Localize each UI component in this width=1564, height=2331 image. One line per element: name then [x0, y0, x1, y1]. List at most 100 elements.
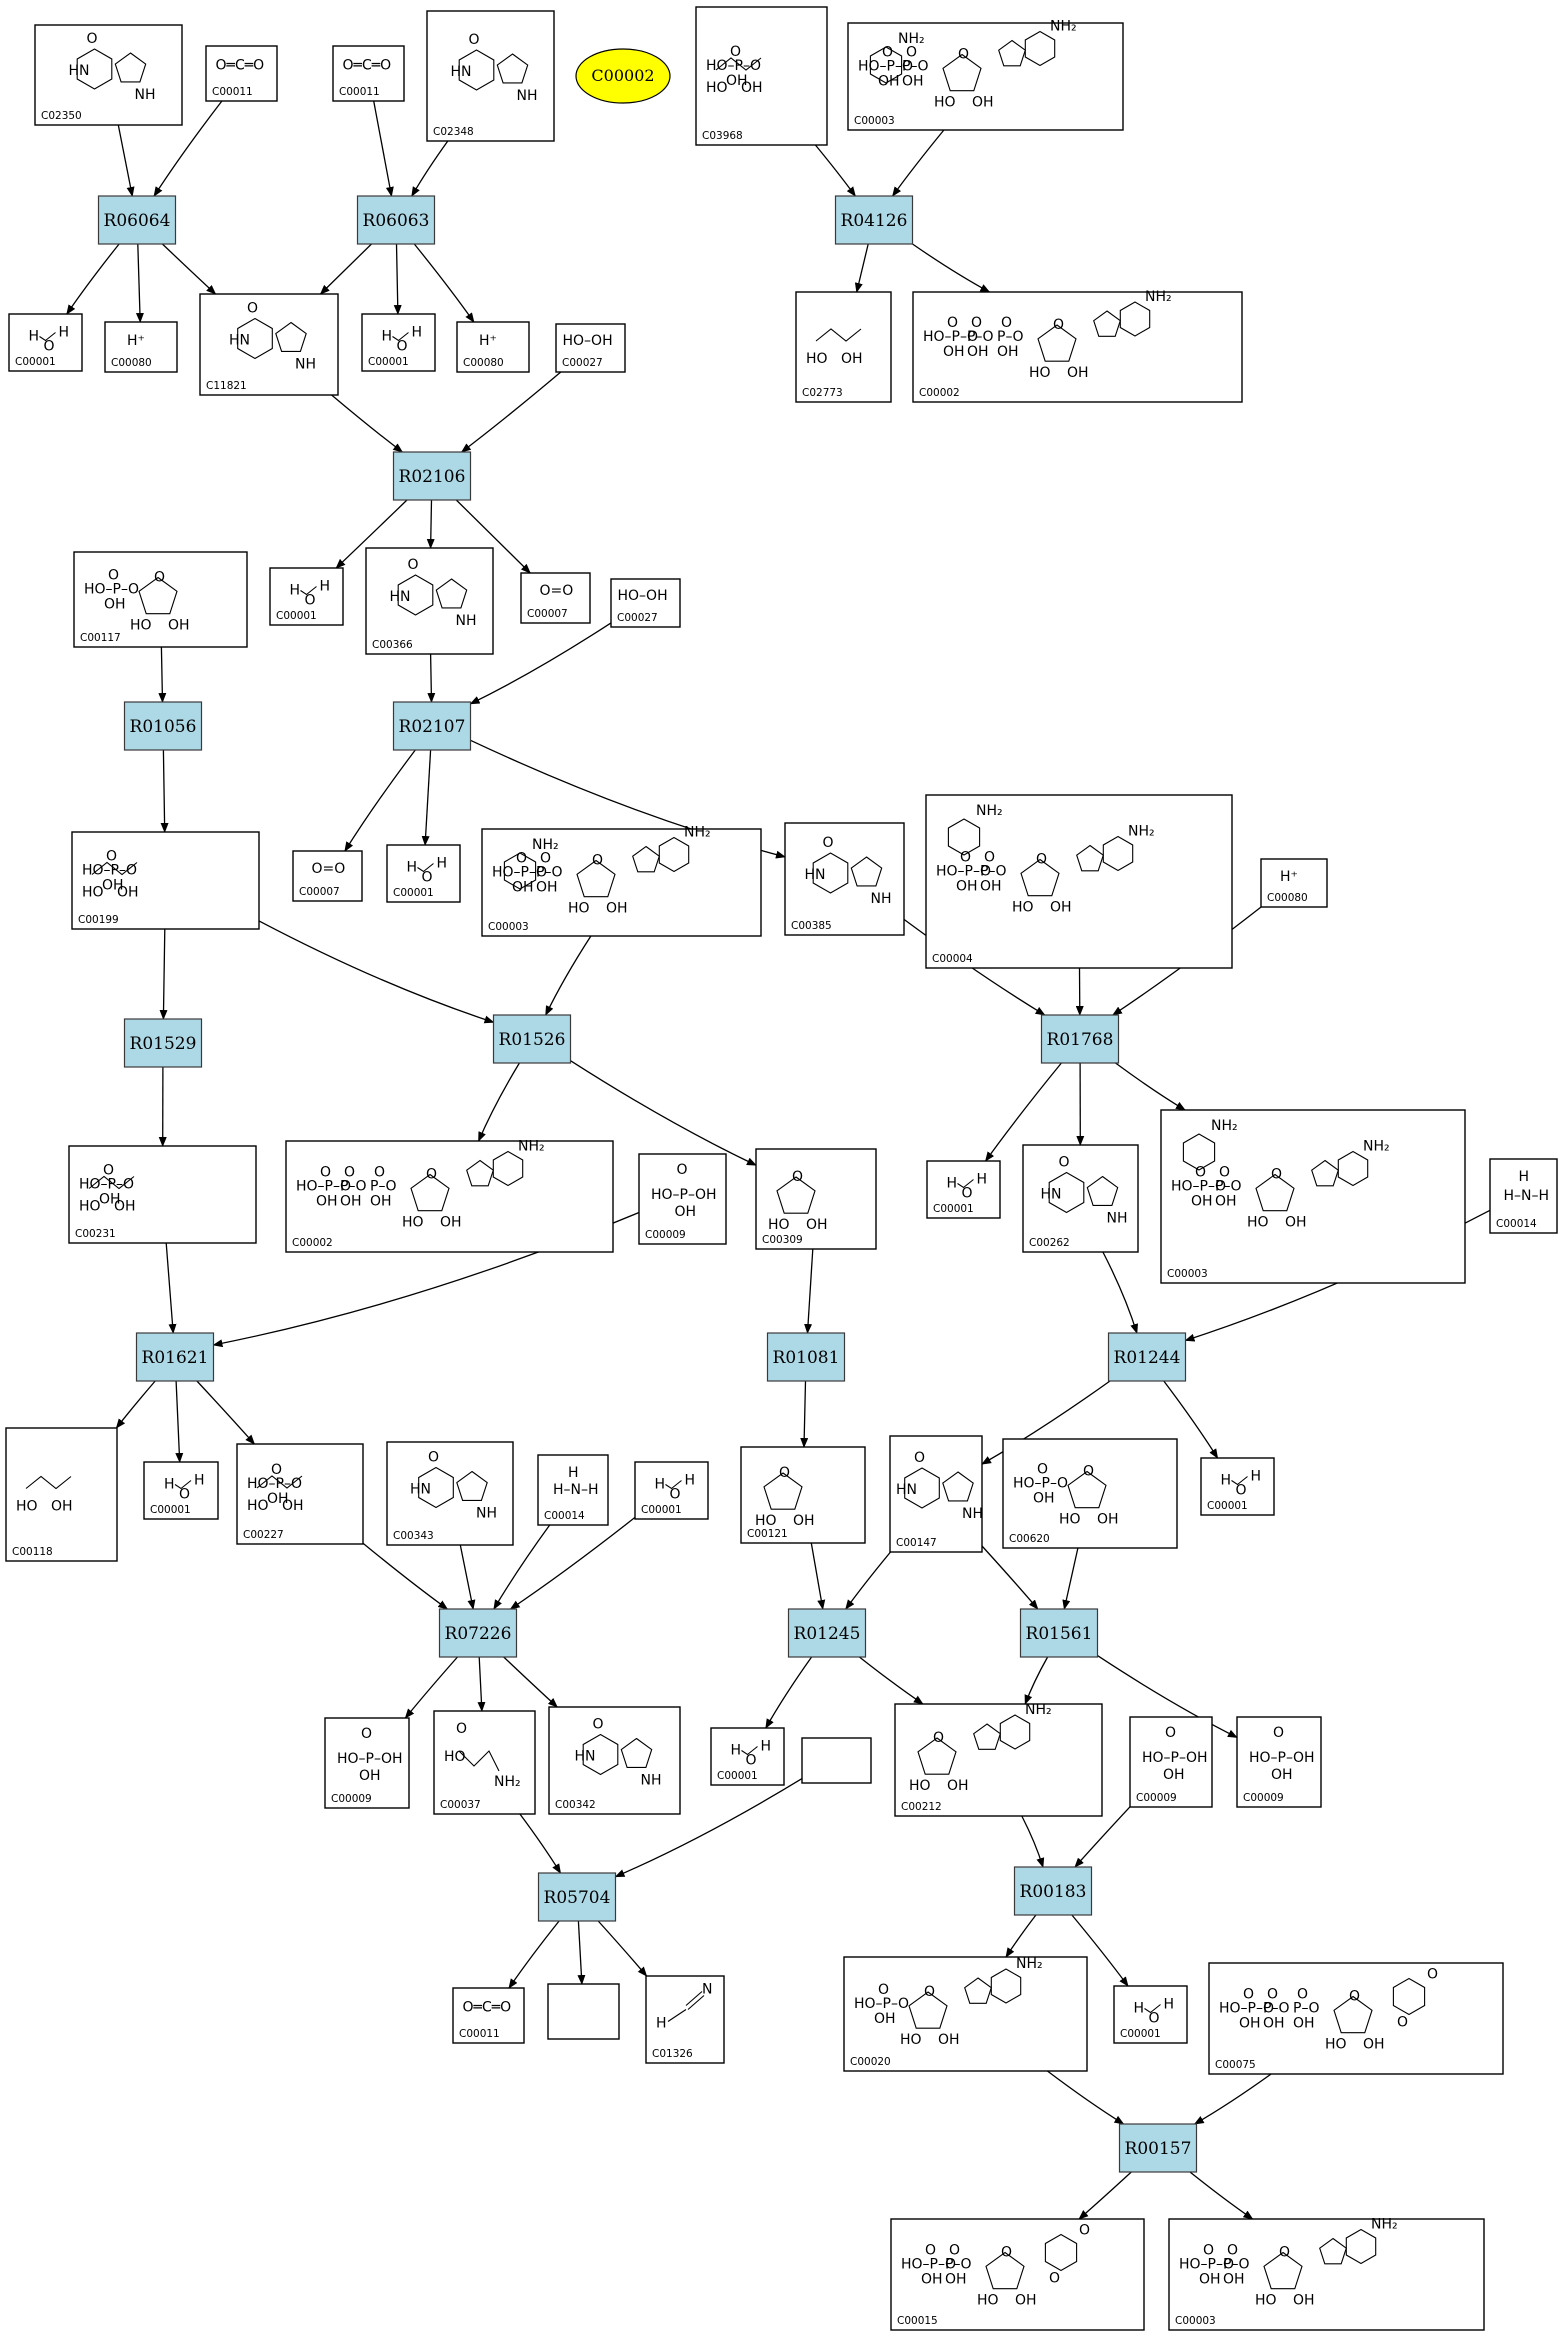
- compound-id: C00007: [527, 608, 568, 620]
- reaction-R01621[interactable]: R01621: [135, 1332, 215, 1382]
- structure-drawing: HH–N–H: [1504, 1169, 1550, 1204]
- reaction-R02106[interactable]: R02106: [392, 451, 472, 501]
- reaction-R06064[interactable]: R06064: [97, 195, 177, 245]
- reaction-R01244[interactable]: R01244: [1107, 1332, 1187, 1382]
- reaction-R00157[interactable]: R00157: [1118, 2123, 1198, 2173]
- reaction-R07226[interactable]: R07226: [438, 1608, 518, 1658]
- compound-id: C00009: [1136, 1792, 1177, 1804]
- reaction-R02107[interactable]: R02107: [392, 701, 472, 751]
- compound-box-empty[interactable]: [547, 1983, 620, 2040]
- svg-text:O: O: [422, 870, 433, 886]
- svg-text:O: O: [914, 1450, 925, 1466]
- compound-id: C00003: [1167, 1268, 1208, 1280]
- compound-c00080c[interactable]: H⁺C00080: [1260, 858, 1328, 908]
- compound-c00080a[interactable]: H⁺C00080: [104, 321, 178, 373]
- reaction-R01526[interactable]: R01526: [492, 1014, 572, 1064]
- reaction-R01561[interactable]: R01561: [1019, 1608, 1099, 1658]
- compound-box-empty[interactable]: [801, 1737, 872, 1784]
- svg-text:O: O: [516, 851, 527, 867]
- reaction-R01768[interactable]: R01768: [1040, 1014, 1120, 1064]
- svg-text:O: O: [247, 301, 258, 317]
- svg-text:OH: OH: [168, 618, 190, 634]
- svg-text:O: O: [779, 1465, 790, 1481]
- edge-R01621-c00118: [115, 1380, 156, 1429]
- reaction-R01081[interactable]: R01081: [766, 1332, 846, 1382]
- svg-text:O: O: [1037, 1462, 1048, 1478]
- reaction-R06063[interactable]: R06063: [356, 195, 436, 245]
- reaction-R04126[interactable]: R04126: [834, 195, 914, 245]
- reaction-R01529[interactable]: R01529: [123, 1018, 203, 1068]
- reaction-R00183[interactable]: R00183: [1013, 1866, 1093, 1916]
- edge-R06063-c00001b: [393, 243, 402, 315]
- reaction-R01245[interactable]: R01245: [787, 1608, 867, 1658]
- highlight-oval[interactable]: C00002: [575, 48, 671, 104]
- reaction-id: R01621: [142, 1348, 209, 1368]
- edges: [66, 100, 1491, 2220]
- compound-c00080b[interactable]: H⁺C00080: [456, 321, 530, 373]
- svg-text:O: O: [1297, 1987, 1308, 2003]
- reaction-R01056[interactable]: R01056: [123, 701, 203, 751]
- svg-text:NH₂: NH₂: [976, 803, 1003, 819]
- reaction-R05704[interactable]: R05704: [537, 1872, 617, 1922]
- svg-text:O=O: O=O: [312, 861, 346, 877]
- svg-text:NH₂: NH₂: [518, 1139, 545, 1155]
